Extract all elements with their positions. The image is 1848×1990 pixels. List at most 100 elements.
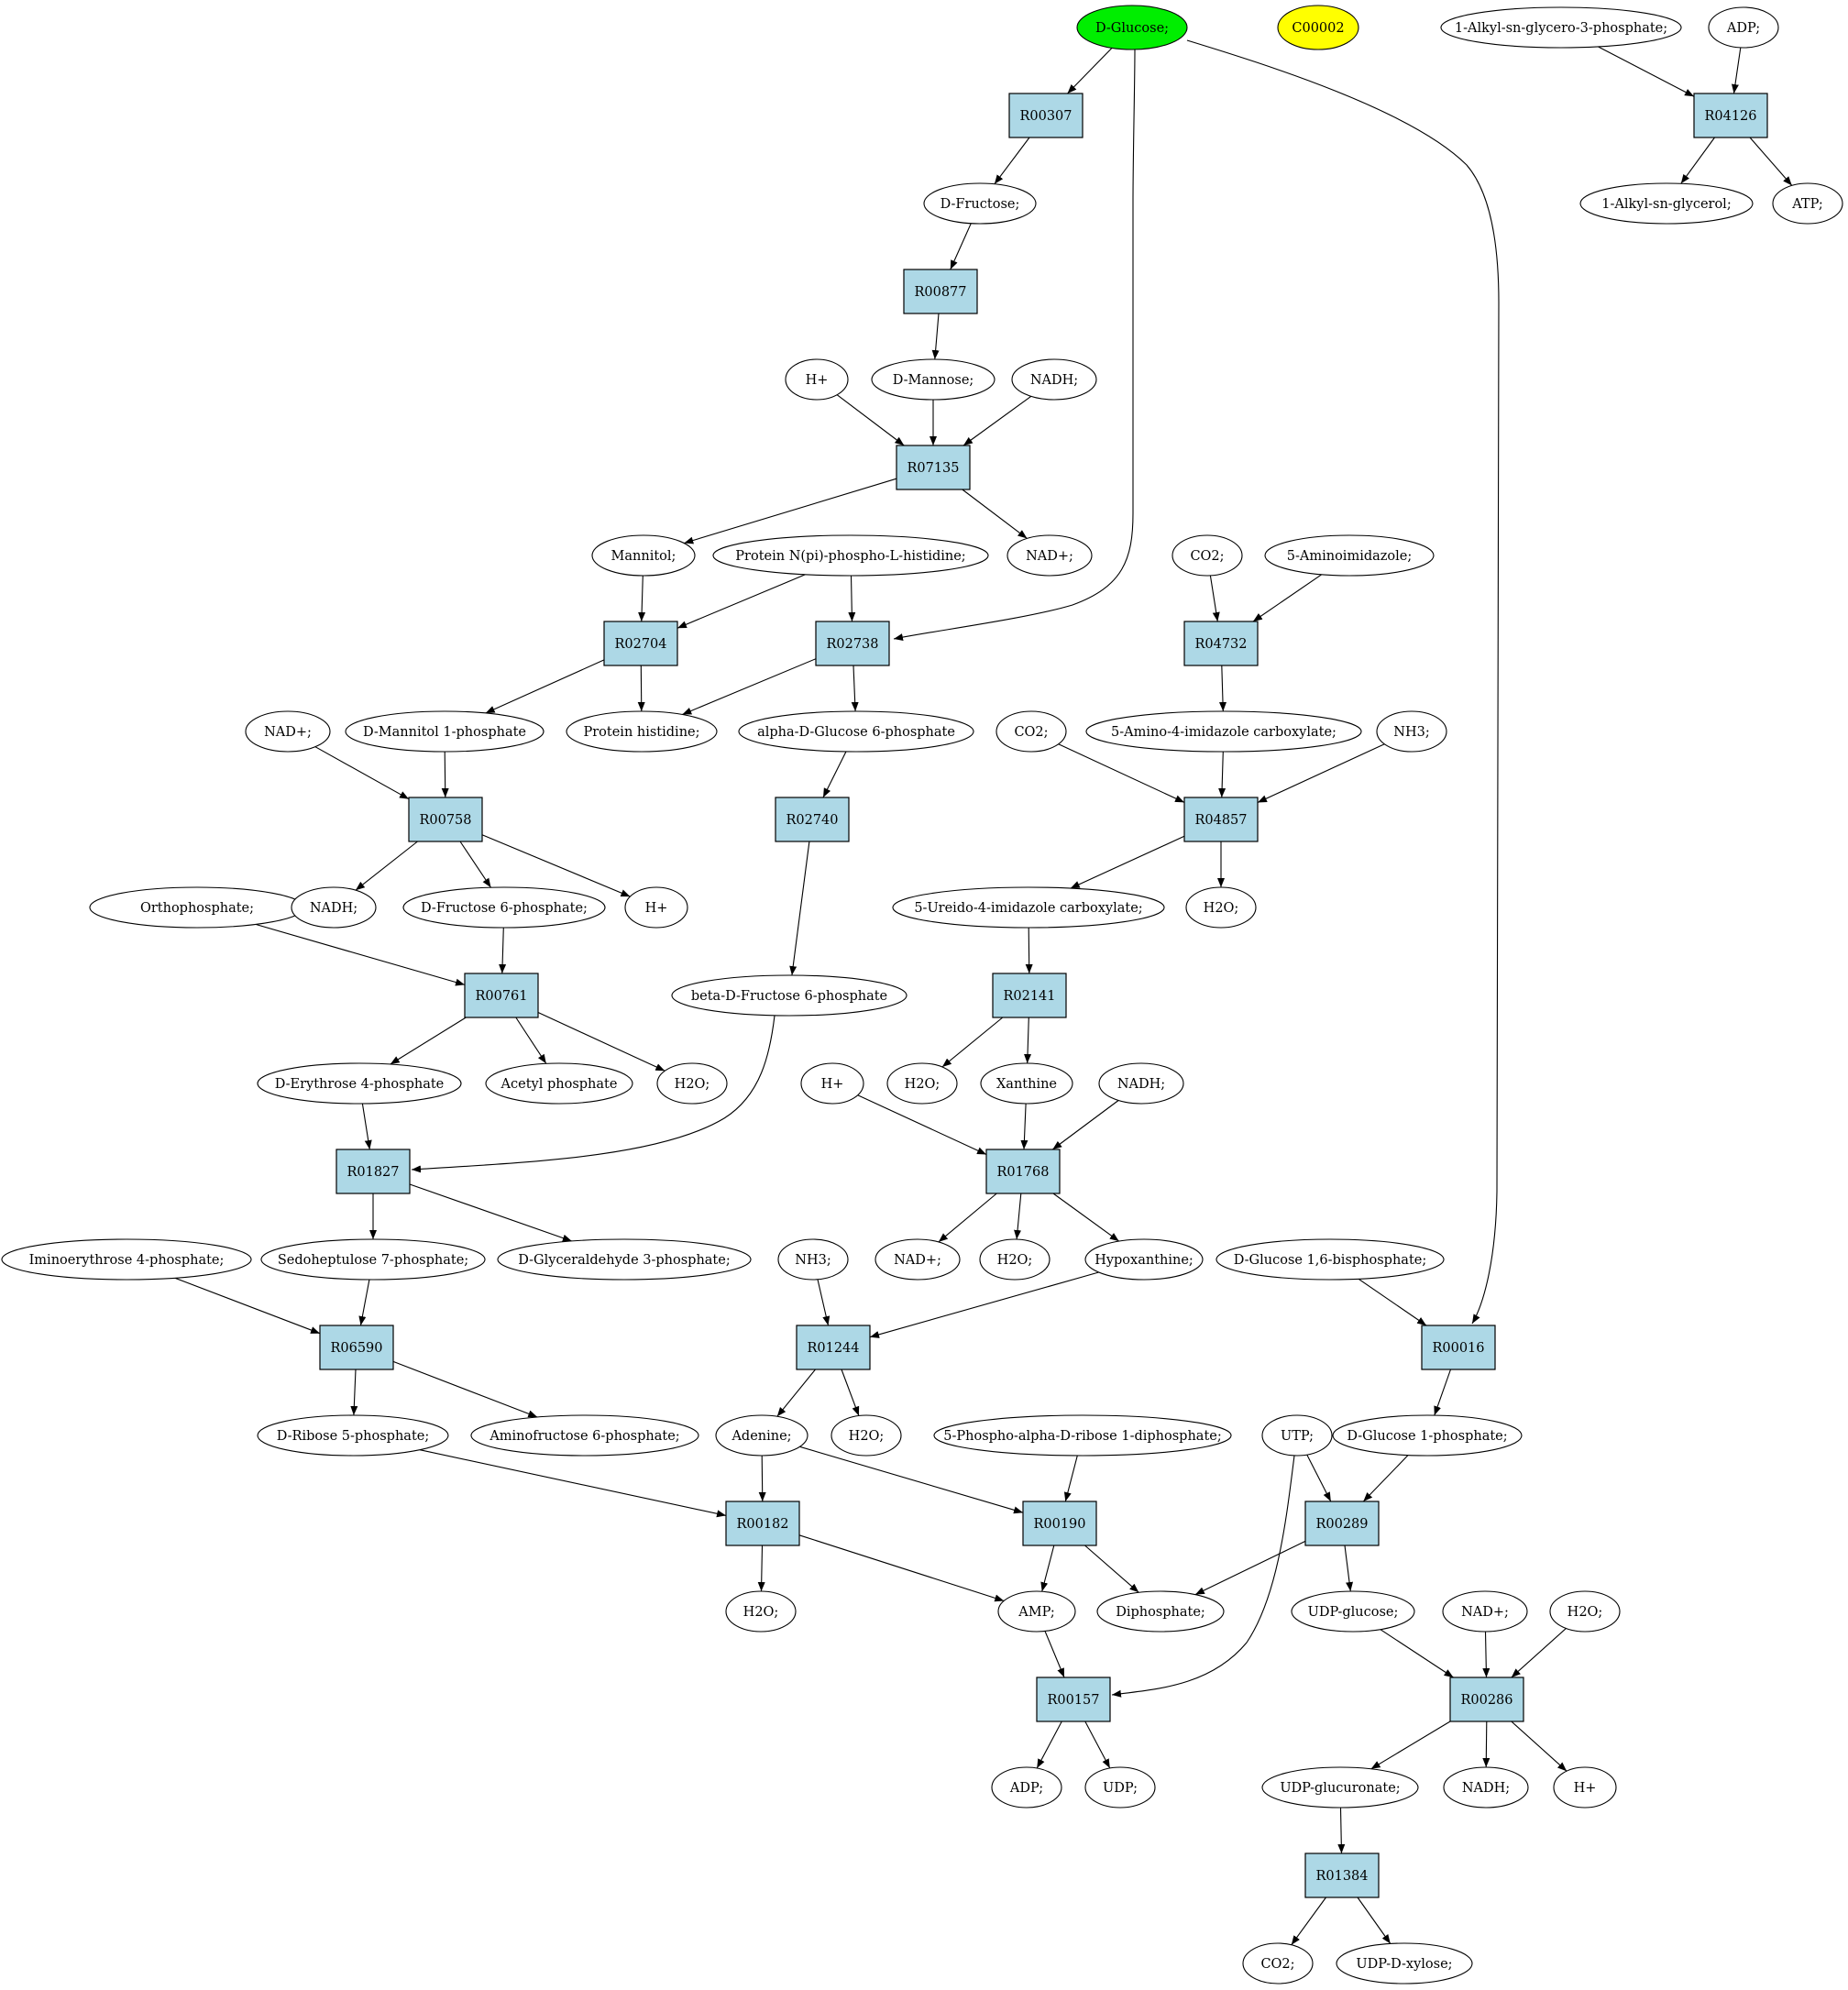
- reaction-node-R00289[interactable]: R00289: [1304, 1501, 1380, 1546]
- compound-node-atp1[interactable]: ATP;: [1772, 182, 1843, 225]
- compound-node-adp2[interactable]: ADP;: [991, 1766, 1062, 1809]
- compound-label: D-Erythrose 4-phosphate: [275, 1077, 445, 1092]
- compound-node-f6p[interactable]: D-Fructose 6-phosphate;: [402, 886, 606, 929]
- edge-R01827-to-g3p: [409, 1183, 572, 1242]
- compound-node-nadp2[interactable]: NAD+;: [245, 710, 331, 753]
- compound-node-h2oe[interactable]: H2O;: [830, 1414, 902, 1457]
- compound-node-prpp[interactable]: 5-Phospho-alpha-D-ribose 1-diphosphate;: [933, 1414, 1232, 1457]
- compound-node-co2b[interactable]: CO2;: [996, 710, 1067, 753]
- reaction-node-R02740[interactable]: R02740: [775, 797, 850, 842]
- compound-node-xan[interactable]: Xanthine: [980, 1062, 1073, 1105]
- reaction-node-R00286[interactable]: R00286: [1449, 1677, 1524, 1722]
- compound-node-nadh4[interactable]: NADH;: [1443, 1766, 1529, 1809]
- compound-node-g16p[interactable]: D-Glucose 1,6-bisphosphate;: [1216, 1238, 1445, 1281]
- compound-node-g1p[interactable]: D-Glucose 1-phosphate;: [1332, 1414, 1523, 1457]
- compound-node-hp2[interactable]: H+: [624, 886, 688, 929]
- edge-udpg-to-R00286: [1380, 1629, 1454, 1678]
- compound-ellipse: [830, 1414, 902, 1457]
- reaction-node-R01827[interactable]: R01827: [336, 1149, 411, 1194]
- compound-node-af6p[interactable]: Aminofructose 6-phosphate;: [470, 1414, 699, 1457]
- compound-node-h2od[interactable]: H2O;: [979, 1238, 1050, 1281]
- reaction-node-R00182[interactable]: R00182: [725, 1501, 800, 1546]
- compound-node-h2og[interactable]: H2O;: [1549, 1590, 1621, 1633]
- compound-node-hp4[interactable]: H+: [1553, 1766, 1617, 1809]
- compound-node-fru[interactable]: D-Fructose;: [923, 182, 1037, 225]
- compound-node-nadh2[interactable]: NADH;: [291, 886, 377, 929]
- reaction-node-R00016[interactable]: R00016: [1421, 1325, 1496, 1370]
- compound-node-glc[interactable]: D-Glucose;: [1076, 5, 1188, 50]
- reaction-node-R04126[interactable]: R04126: [1693, 93, 1768, 138]
- reaction-node-R00758[interactable]: R00758: [408, 797, 483, 842]
- compound-node-udp[interactable]: UDP;: [1084, 1766, 1156, 1809]
- compound-node-adp1[interactable]: ADP;: [1708, 6, 1779, 49]
- compound-label: D-Fructose 6-phosphate;: [421, 901, 588, 916]
- edge-R02738-to-phis: [682, 658, 817, 716]
- compound-node-h2oc[interactable]: H2O;: [886, 1062, 958, 1105]
- compound-node-nadh3[interactable]: NADH;: [1098, 1062, 1184, 1105]
- compound-node-co2c[interactable]: CO2;: [1242, 1942, 1314, 1985]
- compound-node-ie4p[interactable]: Iminoerythrose 4-phosphate;: [1, 1238, 252, 1281]
- reaction-node-R00761[interactable]: R00761: [464, 973, 539, 1018]
- compound-node-udpgu[interactable]: UDP-glucuronate;: [1261, 1766, 1419, 1809]
- compound-node-pnph[interactable]: Protein N(pi)-phospho-L-histidine;: [712, 534, 989, 577]
- reaction-node-R02141[interactable]: R02141: [992, 973, 1067, 1018]
- compound-node-hp1[interactable]: H+: [785, 358, 849, 401]
- compound-node-hp3[interactable]: H+: [800, 1062, 864, 1105]
- compound-node-aica[interactable]: 5-Amino-4-imidazole carboxylate;: [1085, 710, 1362, 753]
- reaction-node-R07135[interactable]: R07135: [896, 445, 971, 490]
- reaction-box: [725, 1501, 800, 1546]
- reaction-node-R00307[interactable]: R00307: [1008, 93, 1084, 138]
- compound-node-orth[interactable]: Orthophosphate;: [89, 886, 305, 929]
- compound-node-alkg[interactable]: 1-Alkyl-sn-glycerol;: [1579, 182, 1754, 225]
- compound-node-udpx[interactable]: UDP-D-xylose;: [1336, 1942, 1473, 1985]
- compound-node-acp[interactable]: Acetyl phosphate: [485, 1062, 633, 1105]
- reaction-node-R06590[interactable]: R06590: [319, 1325, 394, 1370]
- compound-node-g3p[interactable]: D-Glyceraldehyde 3-phosphate;: [497, 1238, 752, 1281]
- compound-node-amp[interactable]: AMP;: [997, 1590, 1076, 1633]
- compound-node-co2a[interactable]: CO2;: [1172, 534, 1243, 577]
- reaction-node-R00190[interactable]: R00190: [1022, 1501, 1097, 1546]
- compound-node-r5p[interactable]: D-Ribose 5-phosphate;: [257, 1414, 449, 1457]
- compound-node-bf6p[interactable]: beta-D-Fructose 6-phosphate: [671, 974, 908, 1017]
- compound-node-ppi[interactable]: Diphosphate;: [1096, 1590, 1225, 1633]
- compound-node-h2ob[interactable]: H2O;: [656, 1062, 728, 1105]
- compound-label: NADH;: [1030, 373, 1078, 388]
- compound-node-ag6p[interactable]: alpha-D-Glucose 6-phosphate: [738, 710, 974, 753]
- compound-node-nh3b[interactable]: NH3;: [777, 1238, 849, 1281]
- compound-node-utp[interactable]: UTP;: [1261, 1414, 1333, 1457]
- compound-node-nadh1[interactable]: NADH;: [1011, 358, 1097, 401]
- reaction-node-R00877[interactable]: R00877: [903, 269, 978, 314]
- compound-node-phis[interactable]: Protein histidine;: [566, 710, 718, 753]
- compound-node-h2oa[interactable]: H2O;: [1185, 886, 1257, 929]
- compound-node-m1p[interactable]: D-Mannitol 1-phosphate: [345, 710, 544, 753]
- reaction-label: R01244: [807, 1341, 859, 1356]
- compound-node-h2of[interactable]: H2O;: [725, 1590, 797, 1633]
- reaction-node-R04732[interactable]: R04732: [1183, 621, 1259, 666]
- compound-node-hyp[interactable]: Hypoxanthine;: [1084, 1238, 1204, 1281]
- reaction-node-R02704[interactable]: R02704: [603, 621, 678, 666]
- compound-node-aim[interactable]: 5-Aminoimidazole;: [1264, 534, 1435, 577]
- compound-node-nadp1[interactable]: NAD+;: [1006, 534, 1093, 577]
- edge-R00016-to-g1p: [1434, 1369, 1452, 1416]
- compound-node-nadp3[interactable]: NAD+;: [874, 1238, 961, 1281]
- reaction-node-R04857[interactable]: R04857: [1183, 797, 1259, 842]
- compound-node-mtl[interactable]: Mannitol;: [591, 534, 696, 577]
- compound-node-e4p[interactable]: D-Erythrose 4-phosphate: [257, 1062, 462, 1105]
- compound-node-nadp4[interactable]: NAD+;: [1442, 1590, 1528, 1633]
- compound-ellipse: [1076, 5, 1188, 50]
- reaction-node-R01768[interactable]: R01768: [985, 1149, 1061, 1194]
- compound-node-c00002[interactable]: C00002: [1277, 5, 1359, 50]
- reaction-node-R00157[interactable]: R00157: [1036, 1677, 1111, 1722]
- edge-prpp-to-R00190: [1063, 1455, 1078, 1502]
- compound-node-man[interactable]: D-Mannose;: [871, 358, 996, 401]
- reaction-node-R02738[interactable]: R02738: [815, 621, 890, 666]
- compound-node-ade[interactable]: Adenine;: [715, 1414, 808, 1457]
- compound-node-s7p[interactable]: Sedoheptulose 7-phosphate;: [260, 1238, 486, 1281]
- reaction-node-R01384[interactable]: R01384: [1304, 1853, 1380, 1898]
- edge-R02704-to-phis: [637, 665, 645, 712]
- compound-node-uica[interactable]: 5-Ureido-4-imidazole carboxylate;: [892, 886, 1165, 929]
- reaction-node-R01244[interactable]: R01244: [796, 1325, 871, 1370]
- compound-node-alkgp[interactable]: 1-Alkyl-sn-glycero-3-phosphate;: [1440, 6, 1682, 49]
- compound-node-nh3a[interactable]: NH3;: [1376, 710, 1447, 753]
- compound-node-udpg[interactable]: UDP-glucose;: [1291, 1590, 1415, 1633]
